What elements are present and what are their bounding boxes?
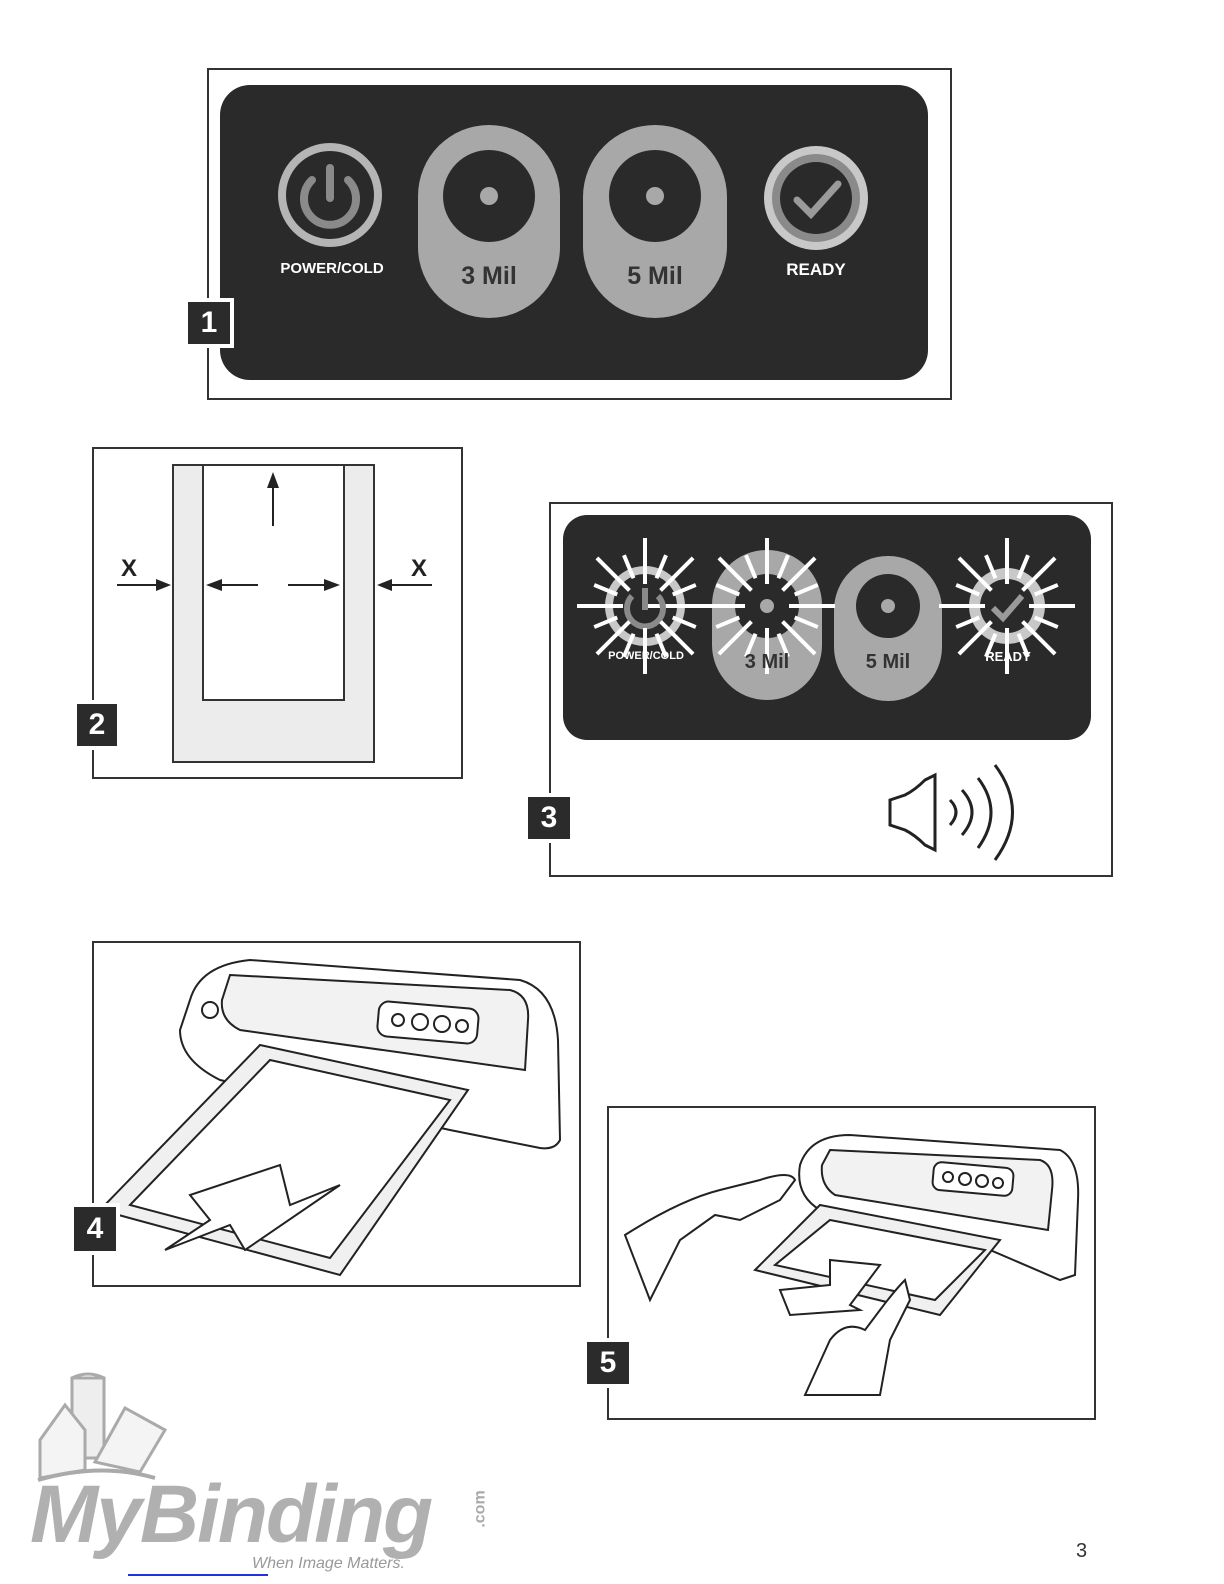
brand-tagline: When Image Matters. (252, 1555, 405, 1572)
flash-ray (744, 632, 758, 658)
flash-ray (654, 632, 668, 658)
flash-ray (671, 615, 697, 629)
brand-logo-text: MyBinding (30, 1468, 433, 1562)
flash-ray (781, 620, 817, 656)
flash-ray (793, 583, 819, 597)
flash-ray (1016, 632, 1030, 658)
flash-ray (659, 556, 695, 592)
figure-3-number: 3 (524, 793, 574, 843)
flash-ray (955, 615, 981, 629)
flash-ray (1021, 620, 1057, 656)
flash-ray (715, 583, 741, 597)
figure-4-number: 4 (70, 1203, 120, 1255)
ready-check-icon (764, 146, 868, 250)
flash-ray (1033, 583, 1059, 597)
flash-ray (744, 554, 758, 580)
brand-name: MyBinding (30, 1469, 433, 1560)
flash-ray (671, 583, 697, 597)
3mil-label: 3 Mil (461, 262, 517, 290)
5mil-label: 5 Mil (866, 651, 910, 673)
flash-ray (957, 620, 993, 656)
underline-link[interactable] (128, 1574, 268, 1576)
flash-ray (781, 556, 817, 592)
flash-ray (659, 620, 695, 656)
ready-label: READY (786, 260, 846, 279)
flash-ray (1016, 554, 1030, 580)
flash-rays (577, 538, 1075, 674)
flash-ray (793, 615, 819, 629)
flash-ray (984, 554, 998, 580)
flash-ray (955, 583, 981, 597)
flash-ray (595, 620, 631, 656)
figure-5-number: 5 (583, 1338, 633, 1388)
power-cold-label: POWER/COLD (608, 650, 684, 662)
speaker-sound-icon (888, 764, 1014, 861)
flash-ray (593, 583, 619, 597)
flash-ray (984, 632, 998, 658)
flash-ray (1033, 615, 1059, 629)
flash-ray (957, 556, 993, 592)
power-icon (278, 143, 382, 247)
margin-x-left: X (121, 555, 137, 582)
flash-ray (776, 632, 790, 658)
figure-2-number: 2 (73, 700, 121, 750)
flash-ray (622, 632, 636, 658)
flash-ray (654, 554, 668, 580)
flash-ray (1021, 556, 1057, 592)
page-number: 3 (1076, 1540, 1088, 1562)
power-cold-label: POWER/COLD (280, 260, 383, 277)
5mil-label: 5 Mil (627, 262, 683, 290)
figure-1-number: 1 (184, 298, 234, 348)
flash-ray (715, 615, 741, 629)
flash-ray (622, 554, 636, 580)
flash-ray (593, 615, 619, 629)
flash-ray (595, 556, 631, 592)
flash-ray (717, 556, 753, 592)
flash-ray (776, 554, 790, 580)
3mil-label: 3 Mil (745, 651, 789, 673)
margin-x-right: X (411, 555, 427, 582)
flash-ray (717, 620, 753, 656)
brand-suffix: .com (471, 1490, 489, 1528)
ready-label: READY (985, 649, 1031, 664)
